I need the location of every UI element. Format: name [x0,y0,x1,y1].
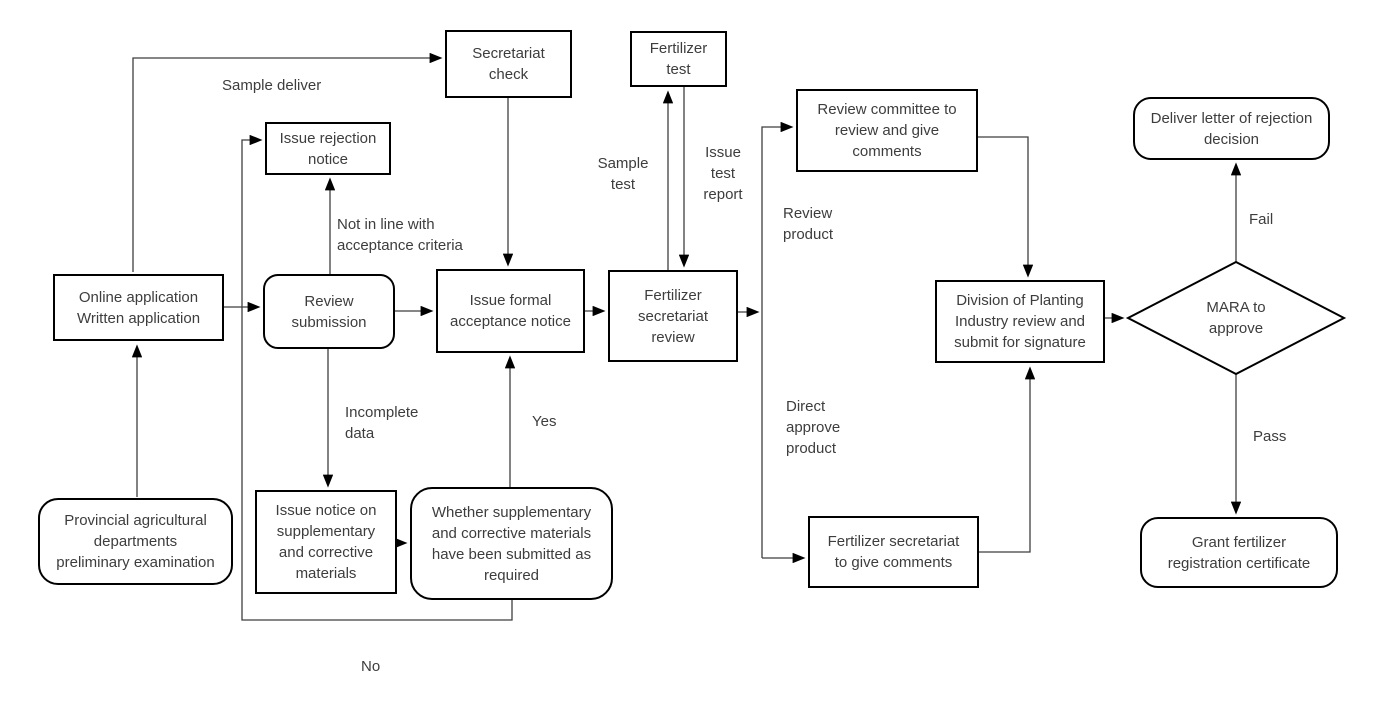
node-fertilizer-secretariat-review: Fertilizer secretariat review [608,270,738,362]
node-fertilizer-secretariat-comments: Fertilizer secretariat to give comments [808,516,979,588]
node-online-application: Online application Written application [53,274,224,341]
node-division-planting-industry: Division of Planting Industry review and… [935,280,1105,363]
node-secretariat-check: Secretariat check [445,30,572,98]
decision-diamond-shape [1125,260,1347,376]
label-issue-test-report: Issue test report [703,144,743,203]
node-grant-certificate: Grant fertilizer registration certificat… [1140,517,1338,588]
node-whether-supplementary: Whether supplementary and corrective mat… [410,487,613,600]
label-no: No [361,658,381,675]
label-yes: Yes [532,413,557,430]
edge-review-product [761,121,794,558]
node-issue-rejection-notice: Issue rejection notice [265,122,391,175]
label-direct-approve-product: Direct approve product [786,398,841,457]
edge-no-feedback [241,134,513,621]
label-not-in-line: Not in line with acceptance criteria [337,216,463,254]
node-review-committee: Review committee to review and give comm… [796,89,978,172]
node-provincial-examination: Provincial agricultural departments prel… [38,498,233,585]
label-sample-test: Sample test [597,155,649,193]
label-sample-deliver: Sample deliver [222,77,322,94]
node-fertilizer-test: Fertilizer test [630,31,727,87]
node-deliver-rejection-letter: Deliver letter of rejection decision [1133,97,1330,160]
edge-comments-to-division [979,366,1036,553]
node-review-submission: Review submission [263,274,395,349]
node-issue-formal-acceptance-notice: Issue formal acceptance notice [436,269,585,353]
edge-committee-to-division [978,136,1034,278]
label-review-product: Review product [783,205,834,243]
node-mara-to-approve: MARA to approve [1206,299,1266,337]
label-fail: Fail [1249,211,1274,228]
label-incomplete-data: Incomplete data [345,404,419,442]
label-pass: Pass [1253,428,1287,445]
edge-sample-deliver [132,52,443,272]
node-issue-notice-supplementary: Issue notice on supplementary and correc… [255,490,397,594]
